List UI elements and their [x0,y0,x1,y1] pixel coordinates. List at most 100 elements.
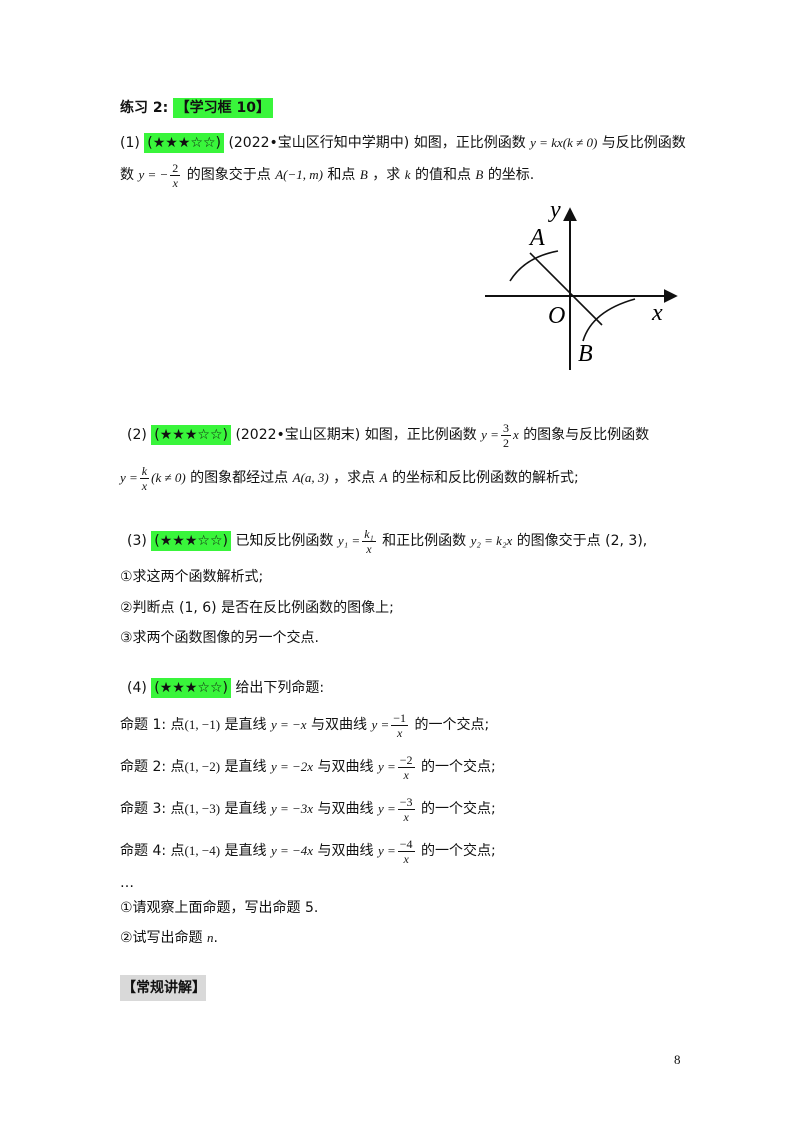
prop-label: 命题 2: 点 [120,759,185,775]
q2-func2-right: (k ≠ 0) [151,470,186,485]
q1-k: k [404,167,411,182]
q2-source: (2022•宝山区期末) 如图，正比例函数 [235,427,477,443]
q1-text2b: 的图象交于点 [186,167,271,183]
prop-text: 的一个交点; [420,801,496,817]
q2-func2-den: x [141,478,148,493]
prop-line-eq: y = −3x [270,801,314,816]
page-number: 8 [674,1052,681,1067]
q4-sub2-period: . [213,930,218,946]
prop-text: 与双曲线 [310,717,367,733]
q2-point-a: A(a, 3) [292,470,329,485]
graph-x-label: x [651,300,663,326]
q1-b2: B [475,167,484,182]
prop-den: x [403,767,409,782]
hyperbola-branch-upper-left [509,250,559,282]
q2-text2a: 的图象都经过点 [190,470,289,486]
prop-point: (1, −3) [184,801,221,816]
q2-func1-num: 3 [500,420,511,436]
q1-text2e: 的值和点 [414,167,471,183]
hyperbola-branch-lower-right [582,298,636,342]
q1-func2-left: y = − [138,167,169,182]
q1-func1: y = kx(k ≠ 0) [530,135,598,150]
prop-line-eq: y = −2x [270,759,314,774]
q3-sub2: ②判断点 (1, 6) 是否在反比例函数的图像上; [120,600,394,616]
graph-b-label: B [578,341,593,367]
prop-text: 是直线 [224,843,267,859]
prop-label: 命题 4: 点 [120,843,185,859]
prop-den: x [403,809,409,824]
q1-text2f: 的坐标. [487,167,535,183]
prop-line-eq: y = −4x [270,843,314,858]
q2-func1-left: y = [481,427,499,442]
prop-text: 与双曲线 [317,759,374,775]
proportional-line [529,252,603,326]
q3-text3: 的图像交于点 (2, 3), [516,533,648,549]
section-label: 【常规讲解】 [122,980,206,996]
prop-label: 命题 3: 点 [120,801,185,817]
function-graph: y x O A B [485,197,678,370]
prop-den: x [396,725,403,740]
q3-y1-num: k₁ [362,526,376,542]
q3-text1: 已知反比例函数 [235,533,334,549]
prop-hyperbola-left: y = [377,801,396,816]
prop-text: 是直线 [224,759,267,775]
q3-y1-den: x [366,541,372,556]
graph-a-label: A [528,225,545,251]
prop-point: (1, −2) [184,759,221,774]
q4-number: (4) [127,680,147,696]
prop-text: 是直线 [224,801,267,817]
q1-func2-num: 2 [170,160,181,176]
q1-text2c: 和点 [327,167,356,183]
q3-sub3: ③求两个函数图像的另一个交点. [120,630,320,646]
prop-hyperbola-left: y = [377,843,396,858]
q4-sub2-n: n [207,930,214,945]
q3-y1-left: y₁ = [337,533,361,548]
exercise-tag: 【学习框 10】 [172,98,274,118]
prop-text: 是直线 [224,717,267,733]
q4-sub2: ②试写出命题 n. [120,928,218,948]
prop-den: x [403,851,409,866]
prop-point: (1, −4) [184,843,221,858]
q4-text1: 给出下列命题: [235,680,325,696]
q2-func2-num: k [139,463,150,479]
q2-text2c: 的坐标和反比例函数的解析式; [392,470,579,486]
q1-source: (2022•宝山区行知中学期中) 如图，正比例函数 [228,135,526,151]
prop-num: −1 [391,710,409,726]
q4-sub1: ①请观察上面命题，写出命题 5. [120,900,319,916]
prop-hyperbola-left: y = [371,717,390,732]
q2-func1-right: x [512,427,519,442]
prop-num: −4 [397,836,415,852]
prop-point: (1, −1) [184,717,221,732]
q1-point-a: A(−1, m) [275,167,323,182]
prop-text: 的一个交点; [420,843,496,859]
q4-difficulty-stars: (★★★☆☆) [151,678,231,698]
q1-number: (1) [120,135,140,151]
section-label-box [120,975,206,1001]
q1-line1: (1) (★★★☆☆) (2022•宝山区行知中学期中) 如图，正比例函数 y … [120,133,686,153]
q2-a2: A [379,470,388,485]
q2-difficulty-stars: (★★★☆☆) [151,425,231,445]
q2-func1-den: 2 [502,435,509,450]
prop-text: 的一个交点; [420,759,496,775]
q3-y2: y₂ = k₂x [470,533,513,548]
prop-text: 的一个交点; [414,717,490,733]
prop-hyperbola-left: y = [377,759,396,774]
q3-text2: 和正比例函数 [382,533,467,549]
prop-num: −3 [397,794,415,810]
q4-ellipsis: … [120,875,134,891]
q4-line1: (4) (★★★☆☆) 给出下列命题: [127,678,324,698]
